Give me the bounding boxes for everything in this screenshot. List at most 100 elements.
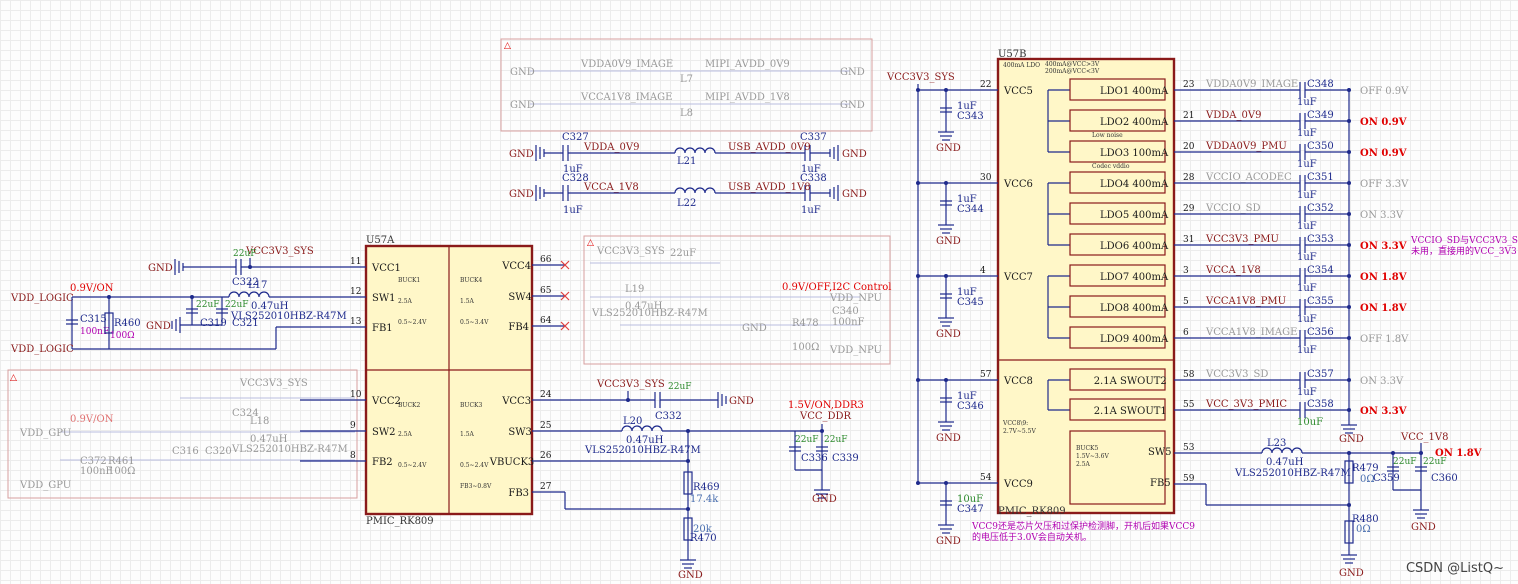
ldo-net-4: VCCIO_ACODEC: [1205, 172, 1292, 183]
ldo-cap-ref-4: C351: [1307, 172, 1334, 183]
rail-vcc3v3: VCC3V3_SYS: [886, 72, 955, 83]
buck3-current: 1.5A: [460, 431, 475, 438]
usb-avdd-filter-row1: GND GND C327 1uF VDDA_0V9 L21 USB_AVDD_0…: [509, 132, 867, 175]
faded-gnd-4: GND: [840, 100, 865, 111]
faded-vdd-gpu-2: VDD_GPU: [19, 480, 71, 491]
faded-net-mipi: MIPI_AVDD_0V9: [705, 59, 790, 70]
buck2-name: BUCK2: [398, 402, 421, 409]
ldo-net-1: VDDA0V9_IMAGE: [1205, 79, 1298, 90]
faded-part: VLS252010HBZ-R47M: [231, 444, 348, 455]
u57b-part: PMIC_RK809: [998, 506, 1066, 517]
faded-b4-part: VLS252010HBZ-R47M: [591, 308, 708, 319]
ldo-cap-ref-5: C352: [1307, 203, 1334, 214]
note-sd-1: VCCIO_SD与VCC3V3_SD: [1410, 235, 1518, 246]
note-vcc9-2: 的电压低于3.0V会自动关机。: [972, 531, 1092, 543]
ldo-block-5: [1069, 202, 1166, 225]
ldo-cap-ref-7: C354: [1307, 265, 1334, 276]
ldo-state-5: ON 3.3V: [1360, 210, 1404, 221]
c337-val: 1uF: [801, 164, 821, 175]
ldo-block-2: [1069, 109, 1166, 132]
u57a-pin-num-11: 11: [350, 257, 361, 267]
ldo-label-5: LDO5 400mA: [1100, 210, 1169, 221]
c344-gnd: GND: [936, 236, 961, 247]
ldo-gnd-label: GND: [1339, 434, 1364, 445]
ldo-net-8: VCCA1V8_PMU: [1205, 296, 1286, 307]
buck1-circuit: GND VCC3V3_SYS 22uF C322 L17 0.47uH VLS2…: [10, 246, 366, 355]
ldo-state-9: OFF 1.8V: [1360, 334, 1409, 345]
u57b-chip[interactable]: U57B PMIC_RK809 400mA LDO 400mA@VCC>3V 2…: [916, 49, 1195, 517]
fb5-pin: FB5: [1150, 478, 1171, 489]
ldo-state-8: ON 1.8V: [1360, 303, 1407, 314]
ldo-label-11: 2.1A SWOUT1: [1094, 406, 1167, 417]
watermark: CSDN @ListQ~: [1405, 561, 1504, 576]
r480-val: 0Ω: [1356, 524, 1371, 535]
ldo-net-7: VCCA_1V8: [1205, 265, 1261, 276]
ldo-state-2: ON 0.9V: [1360, 117, 1407, 128]
ldo-cap-ref-1: C348: [1307, 79, 1334, 90]
c328-val: 1uF: [563, 205, 583, 216]
vcc8-note-1: VCC8\9:: [1002, 420, 1028, 427]
ldo-label-9: LDO9 400mA: [1100, 334, 1169, 345]
faded-c372: C372: [80, 456, 107, 467]
c322-ref: C322: [232, 277, 259, 288]
u57a-pin-vcc1: VCC1: [371, 263, 401, 274]
u57b-pin-num-22: 22: [980, 80, 991, 90]
ldo-label-4: LDO4 400mA: [1100, 179, 1169, 190]
ldo-pin-6: 6: [1183, 328, 1189, 338]
c346-gnd: GND: [936, 433, 961, 444]
ldo-net-5: VCCIO_SD: [1205, 203, 1261, 214]
ldo-cap-val-5: 1uF: [1297, 221, 1317, 232]
buck1-current: 2.5A: [398, 298, 413, 305]
buck1-vcc3v3: VCC3V3_SYS: [245, 246, 314, 257]
ldo-cap-ref-6: C353: [1307, 234, 1334, 245]
ldo-net-3: VDDA0V9_PMU: [1205, 141, 1287, 152]
ldo-cap-val-9: 1uF: [1297, 345, 1317, 356]
faded-net-img: VDDA0V9_IMAGE: [580, 59, 673, 70]
l23-ref: L23: [1267, 438, 1286, 449]
fb5-num: 59: [1183, 474, 1195, 484]
c345-ref: C345: [957, 297, 984, 308]
ldo-cap-val-8: 1uF: [1297, 314, 1317, 325]
ldo-label-3: LDO3 100mA: [1100, 148, 1169, 159]
ldo-state-3: ON 0.9V: [1360, 148, 1407, 159]
u57a-chip[interactable]: U57A PMIC_RK809 VCC111SW112FB113VCC210SW…: [300, 235, 565, 527]
ldo-pin-58: 58: [1183, 370, 1195, 380]
faded-on: 0.9V/ON: [70, 414, 114, 425]
ldo-label-1: LDO1 400mA: [1100, 86, 1169, 97]
buck4-range: 0.5~3.4V: [460, 319, 489, 326]
note-vcc9-1: VCC9还是芯片欠压和过保护检测脚，开机后如果VCC9: [971, 520, 1195, 532]
faded-gnd-2: GND: [840, 67, 865, 78]
c336-val: 22uF: [795, 435, 819, 445]
ldo-pin-21: 21: [1183, 111, 1194, 121]
l22-ref: L22: [677, 198, 696, 209]
buck4-control-label: 0.9V/OFF,I2C Control: [782, 282, 891, 293]
r460-ref: R460: [114, 318, 141, 329]
u57a-pin-fb3: FB3: [508, 488, 529, 499]
ddr-on-label: 1.5V/ON,DDR3: [788, 400, 864, 411]
u57a-pin-sw2: SW2: [372, 427, 396, 438]
u57a-pin-vcc4: VCC4: [501, 261, 531, 272]
faded-l18v: 0.47uH: [250, 434, 288, 445]
net-vdda-0v9: VDDA_0V9: [583, 142, 639, 153]
l23-part: VLS252010HBZ-R47M: [1234, 468, 1351, 479]
ldo-block-4: [1069, 171, 1166, 194]
faded-r461v: 100Ω: [108, 466, 135, 477]
l21-ref: L21: [677, 156, 696, 167]
faded-b4-gnd: GND: [742, 323, 767, 334]
usb-gnd-2: GND: [842, 149, 867, 160]
c327-val: 1uF: [563, 164, 583, 175]
c347-ref: C347: [957, 504, 984, 515]
u57a-pin-num-12: 12: [350, 287, 361, 297]
ldo-block-8: [1069, 295, 1166, 318]
u57a-pin-sw1: SW1: [372, 293, 396, 304]
faded-vcc3v3: VCC3V3_SYS: [239, 378, 308, 389]
u57a-pin-num-10: 10: [350, 390, 362, 400]
buck1-gnd: GND: [148, 263, 173, 274]
faded-c320: C320: [205, 446, 232, 457]
ldo-label-6: LDO6 400mA: [1100, 241, 1169, 252]
ldo-block-3: [1069, 140, 1166, 163]
ldo-block-6: [1069, 233, 1166, 256]
faded-vdd-npu-1: VDD_NPU: [829, 293, 882, 304]
buck4-current: 1.5A: [460, 298, 475, 305]
